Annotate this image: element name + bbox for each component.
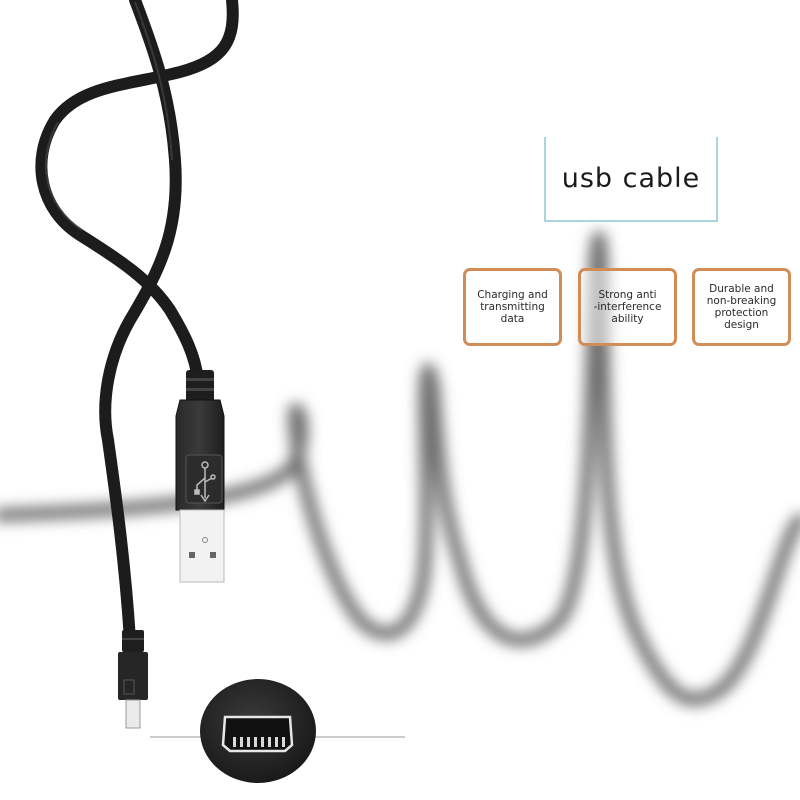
micro-usb-connector: [118, 630, 148, 729]
feature-box-charging: Charging and transmitting data: [463, 268, 562, 346]
product-title: usb cable: [561, 163, 701, 194]
feature-label: Strong anti -interference ability: [593, 289, 662, 325]
micro-usb-port-icon: [200, 679, 316, 783]
feature-box-durable: Durable and non-breaking protection desi…: [692, 268, 791, 346]
feature-label: Durable and non-breaking protection desi…: [706, 283, 777, 331]
usb-a-connector: [175, 370, 225, 583]
feature-box-anti-interference: Strong anti -interference ability: [578, 268, 677, 346]
feature-label: Charging and transmitting data: [477, 289, 548, 325]
blurred-background-cable: [0, 231, 800, 706]
usb-trident-icon: [194, 461, 216, 503]
product-title-box: usb cable: [544, 137, 718, 222]
usb-cable: [35, 0, 239, 646]
